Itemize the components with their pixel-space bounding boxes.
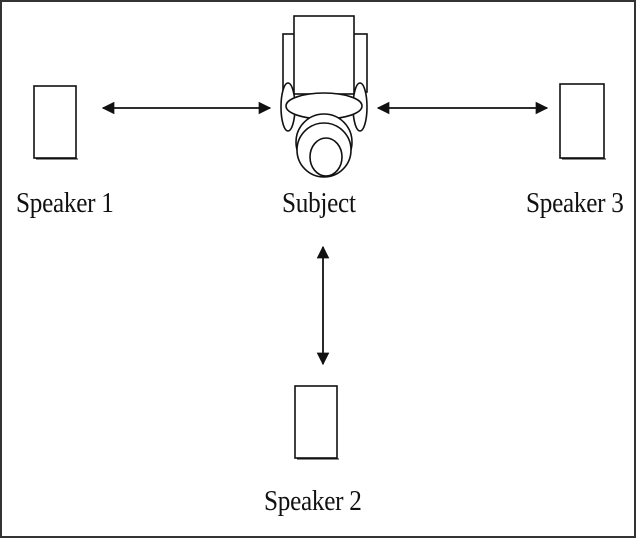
subject-figure — [280, 15, 368, 178]
speaker-3-box — [559, 83, 605, 159]
subject-body — [293, 15, 355, 95]
subject-head-inner — [309, 137, 343, 177]
subject-label: Subject — [282, 188, 356, 219]
speaker-1-box — [33, 85, 77, 159]
speaker-1-label: Speaker 1 — [16, 188, 114, 219]
speaker-2-label: Speaker 2 — [264, 486, 362, 517]
speaker-3-label: Speaker 3 — [526, 188, 624, 219]
speaker-2-box — [294, 385, 338, 459]
